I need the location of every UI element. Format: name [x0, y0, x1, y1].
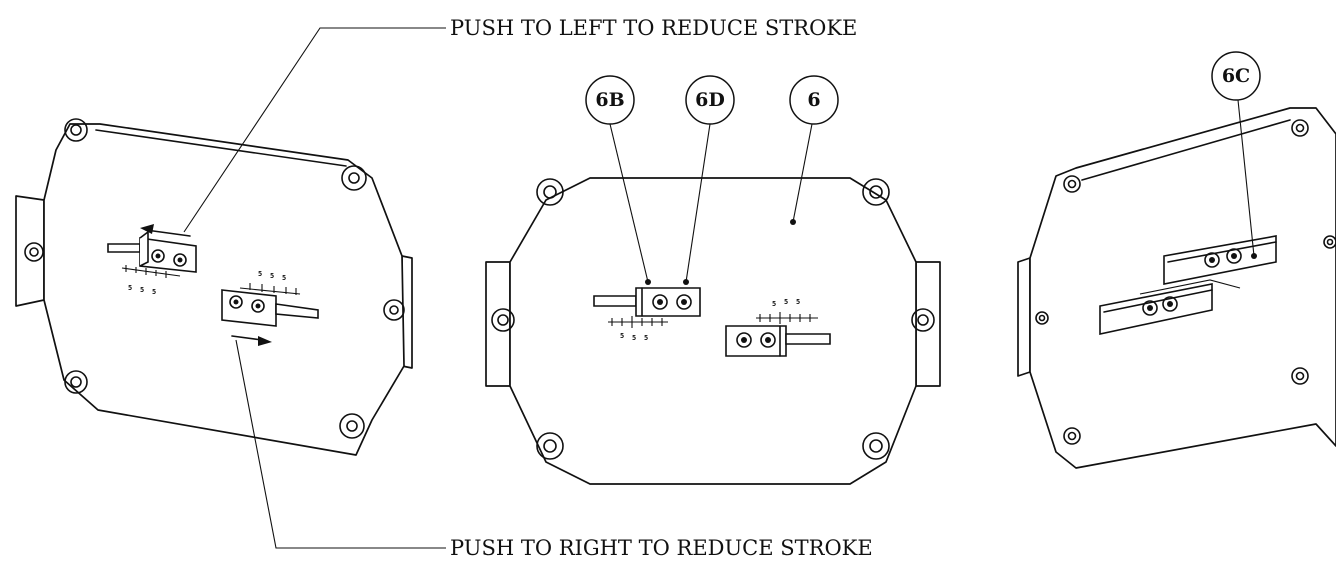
svg-text:5: 5: [796, 298, 800, 306]
svg-text:5: 5: [784, 298, 788, 306]
svg-text:5: 5: [644, 334, 648, 342]
svg-text:5: 5: [632, 334, 636, 342]
svg-text:5: 5: [282, 274, 286, 282]
svg-text:5: 5: [270, 272, 274, 280]
svg-text:5: 5: [620, 332, 624, 340]
svg-text:5: 5: [128, 284, 132, 292]
callout-6c-label: 6C: [1222, 65, 1250, 87]
svg-text:5: 5: [140, 286, 144, 294]
callout-6b-label: 6B: [595, 89, 624, 111]
callout-6b: 6B: [585, 75, 635, 125]
callout-6c: 6C: [1211, 51, 1261, 101]
note-push-left: PUSH TO LEFT TO REDUCE STROKE: [450, 16, 857, 40]
note-push-right: PUSH TO RIGHT TO REDUCE STROKE: [450, 536, 873, 560]
callout-6d-label: 6D: [695, 89, 725, 111]
callout-6: 6: [789, 75, 839, 125]
svg-text:5: 5: [152, 288, 156, 296]
callout-6d: 6D: [685, 75, 735, 125]
callout-6-label: 6: [807, 89, 820, 111]
leader-lines: [183, 27, 1255, 549]
right-plate-view: [1017, 107, 1336, 469]
svg-text:5: 5: [772, 300, 776, 308]
svg-text:5: 5: [258, 270, 262, 278]
